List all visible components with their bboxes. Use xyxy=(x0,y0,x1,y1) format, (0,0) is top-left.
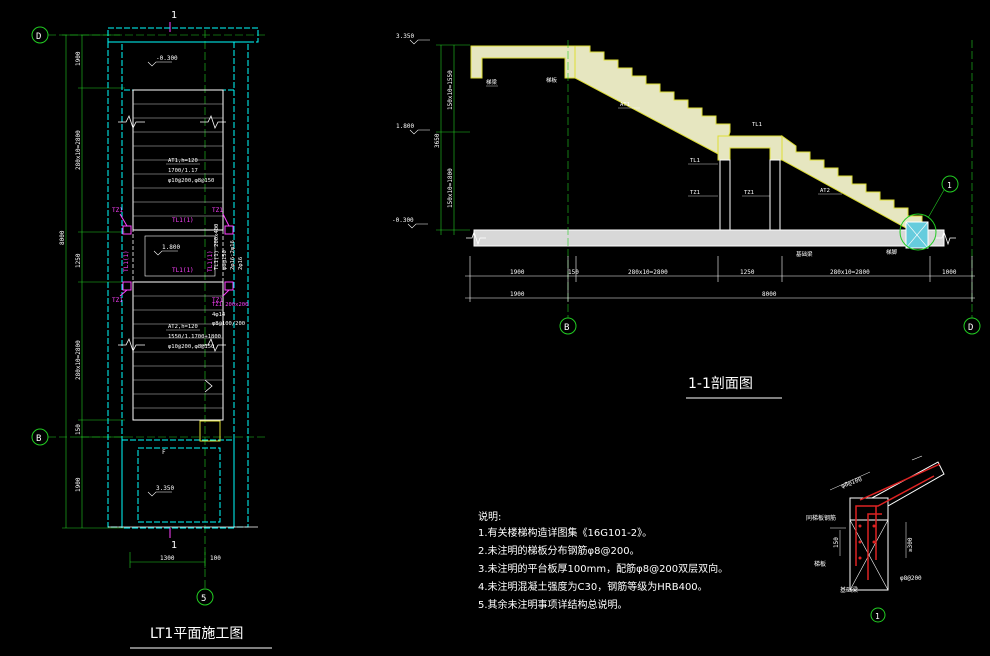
section-label-left-0: 梯梁 xyxy=(486,78,498,86)
plan-tl-label-0: TL1(1) xyxy=(172,217,194,224)
section-label-tz1-a: TZ1 xyxy=(690,190,700,196)
plan-tz-label-0: TZ1 xyxy=(112,207,123,214)
plan-dim-left-3: 280x10=2800 xyxy=(75,340,82,380)
section-foundation-beam xyxy=(473,229,945,247)
section-flight-at1 xyxy=(574,45,731,157)
plan-dim-side: 100 xyxy=(210,555,221,562)
plan-axis-5-label: 5 xyxy=(201,594,206,604)
section-dim-row1-4: 280x10=2800 xyxy=(830,269,870,276)
section-label-tl1-left: TL1 xyxy=(690,158,700,164)
section-label-left-1: 梯板 xyxy=(546,76,558,84)
notes-line-4: 5.其余未注明事项详结构总说明。 xyxy=(478,598,628,611)
plan-dim-left-0: 1900 xyxy=(75,51,82,66)
section-level-top: 3.350 xyxy=(396,33,414,40)
plan-at2-detail-1: 1550/1.1700+1800 xyxy=(168,334,221,340)
section-label-tl1: TL1 xyxy=(752,122,762,128)
plan-tl1-rebar-0: φ8@150 xyxy=(222,250,228,270)
section-vdim-total: 3650 xyxy=(434,133,441,148)
detail-dim-a: 150 xyxy=(833,537,840,548)
detail-ref: 1 xyxy=(875,612,880,621)
plan-tz-label-3: TZ1 xyxy=(212,297,223,304)
detail-1: φ8@100 同梯板钢筋 梯板 基础梁 φ8@200 150 ≥300 1 xyxy=(806,455,945,623)
plan-tl-label-3: TL1(1) xyxy=(207,250,214,272)
plan-axis-b-label: B xyxy=(36,434,41,444)
plan-tl1-spec: TL1(1) 200x400 xyxy=(214,224,220,270)
section-vdim-1: 150x10=1800 xyxy=(447,168,454,208)
plan-tl1-rebar-1: 2φ16;2φ16 xyxy=(230,240,236,270)
plan-mark-f: F xyxy=(162,449,166,456)
notes-line-1: 2.未注明的梯板分布钢筋φ8@200。 xyxy=(478,544,640,557)
section-level-mid: 1.800 xyxy=(396,123,414,130)
plan-tz-label-2: TZ1 xyxy=(112,297,123,304)
plan-tl-label-1: TL1(1) xyxy=(172,267,194,274)
section-title: 1-1剖面图 xyxy=(688,376,753,392)
plan-flight-lower-treads xyxy=(133,295,223,409)
plan-tz-label-1: TZ1 xyxy=(212,207,223,214)
section-dim-row1-0: 1900 xyxy=(510,269,525,276)
detail-label-bottom: 基础梁 xyxy=(840,586,858,594)
plan-level-bottom: 3.350 xyxy=(156,485,174,492)
plan-tl-label-2: TL1(1) xyxy=(123,250,130,272)
detail-label-left2: 梯板 xyxy=(814,560,826,568)
detail-label-top: φ8@100 xyxy=(840,476,863,490)
section-view: 3.350 1.800 -0.300 150x10=1550 150x10=18… xyxy=(392,33,981,399)
section-dim-row2-1: 8000 xyxy=(762,291,777,298)
plan-section-mark-bottom: 1 xyxy=(171,540,177,551)
plan-at2-label: AT2,h=120 xyxy=(168,324,198,330)
notes-line-3: 4.未注明混凝土强度为C30，钢筋等级为HRB400。 xyxy=(478,580,708,593)
section-vdim-0: 150x10=1550 xyxy=(447,70,454,110)
plan-tz1-rebar-0: 4φ14 xyxy=(212,312,226,318)
detail-label-left: 同梯板钢筋 xyxy=(806,514,836,522)
section-label-base: 基础梁 xyxy=(796,250,813,258)
plan-dim-left-5: 1900 xyxy=(75,477,82,492)
section-label-at1: AT1 xyxy=(620,102,630,108)
plan-flight-upper-treads xyxy=(133,103,223,217)
section-detail-ref: 1 xyxy=(947,181,952,190)
plan-at1-label: AT1,h=120 xyxy=(168,158,198,164)
section-axis-d-label: D xyxy=(968,323,973,333)
plan-at2-detail-2: φ10@200,φ8@150 xyxy=(168,344,214,350)
plan-axis-d-label: D xyxy=(36,32,41,42)
plan-at1-detail-1: 1700/1.17 xyxy=(168,168,198,174)
plan-dim-total: 8000 xyxy=(59,230,66,245)
notes-line-2: 3.未注明的平台板厚100mm，配筋φ8@200双层双向。 xyxy=(478,562,728,575)
section-label-tz1-b: TZ1 xyxy=(744,190,754,196)
section-dim-row1-3: 1250 xyxy=(740,269,755,276)
plan-tl1-rebar-2: 2φ16 xyxy=(238,257,244,270)
detail-label-right: φ8@200 xyxy=(900,575,922,582)
plan-dim-left-1: 280x10=2800 xyxy=(75,130,82,170)
plan-level-mid: 1.800 xyxy=(162,244,180,251)
plan-dim-left-2: 1250 xyxy=(75,253,82,268)
plan-axis-5-bubble xyxy=(196,588,214,606)
section-label-foot: 梯脚 xyxy=(886,248,898,256)
notes-line-0: 1.有关楼梯构造详图集《16G101-2》。 xyxy=(478,526,652,539)
section-dim-row2-0: 1900 xyxy=(510,291,525,298)
section-label-at2: AT2 xyxy=(820,188,830,194)
plan-tz1-spec: TZ1 200x200 xyxy=(212,302,248,308)
plan-tz1-rebar-1: φ8@100/200 xyxy=(212,321,245,327)
section-flight-at2 xyxy=(781,135,923,229)
notes-heading: 说明: xyxy=(478,510,501,523)
section-level-bottom: -0.300 xyxy=(392,217,414,224)
detail-dim-b: ≥300 xyxy=(907,537,914,552)
section-dim-row1-5: 1000 xyxy=(942,269,957,276)
section-dim-row1-2: 280x10=2800 xyxy=(628,269,668,276)
plan-dim-left-4: 150 xyxy=(75,424,82,435)
plan-view: 1 D B 5 1900 280x10=2800 1250 280x10=280… xyxy=(31,10,272,649)
section-axis-b-label: B xyxy=(564,323,569,333)
plan-dim-width: 1300 xyxy=(160,555,175,562)
plan-at1-detail-2: φ10@200,φ8@150 xyxy=(168,178,214,184)
section-dim-row1-1: 150 xyxy=(568,269,579,276)
plan-section-mark-top: 1 xyxy=(171,10,177,21)
plan-level-top: -0.300 xyxy=(156,55,178,62)
notes-block: 说明: 1.有关楼梯构造详图集《16G101-2》。 2.未注明的梯板分布钢筋φ… xyxy=(478,510,728,611)
plan-title: LT1平面施工图 xyxy=(150,626,243,642)
